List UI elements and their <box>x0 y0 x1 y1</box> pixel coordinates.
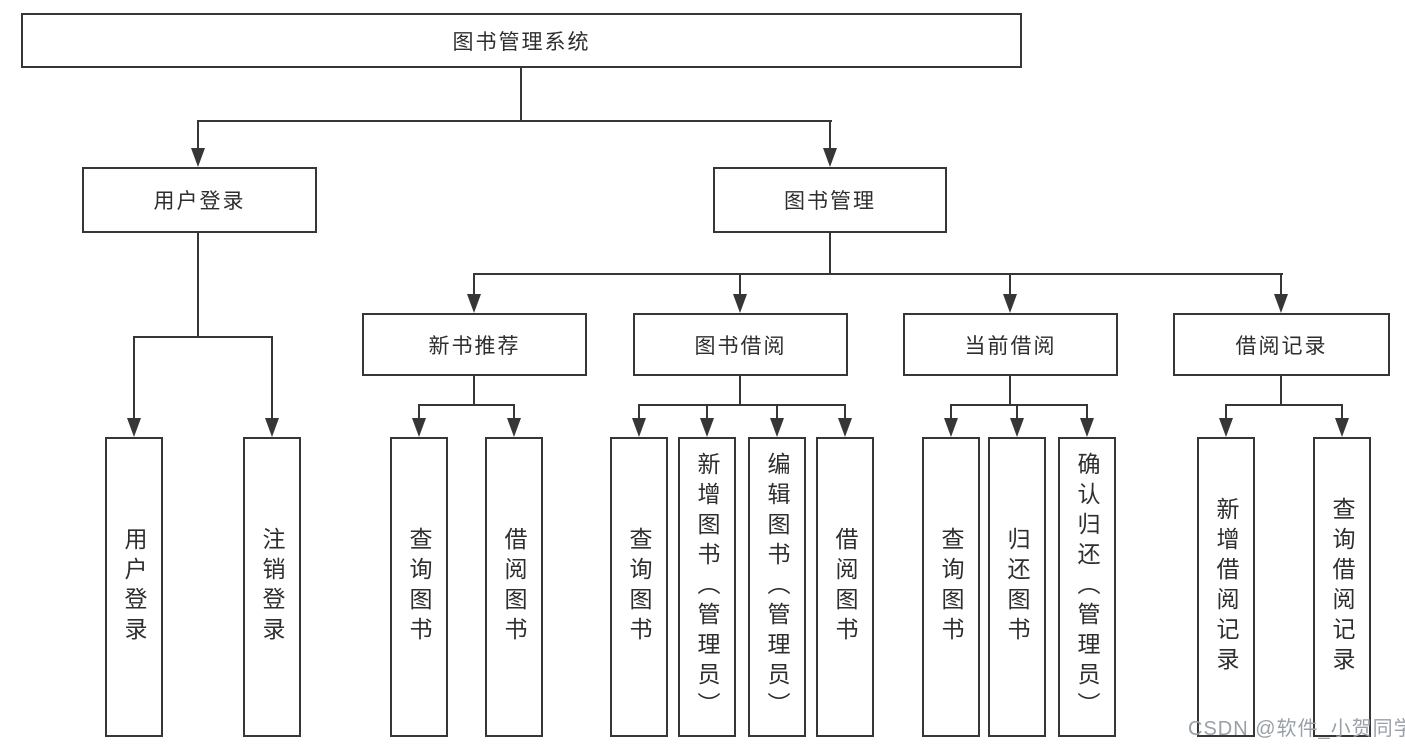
node-user-login: 用户登录 <box>82 167 317 233</box>
leaf-query-borrow-record: 查询借阅记录 <box>1313 437 1371 737</box>
connector-root-stem <box>520 68 522 120</box>
leaf-add-book-admin: 新增图书（管理员） <box>678 437 736 737</box>
arrow-down-leaf-logout <box>265 418 279 437</box>
arrow-down-user-login <box>191 148 205 167</box>
connector-new-book-branch <box>418 404 515 406</box>
leaf-query-books-recommend: 查询图书 <box>390 437 448 737</box>
leaf-user-login: 用户登录 <box>105 437 163 737</box>
arrow-down-leaf-edit-book <box>770 418 784 437</box>
connector-to-leaf-query-books-1 <box>418 404 420 420</box>
node-book-management: 图书管理 <box>713 167 947 233</box>
connector-to-leaf-add-record <box>1225 404 1227 420</box>
leaf-query-books-current: 查询图书 <box>922 437 980 737</box>
leaf-logout: 注销登录 <box>243 437 301 737</box>
arrow-down-borrowing-records <box>1274 294 1288 313</box>
leaf-confirm-return-admin: 确认归还（管理员） <box>1058 437 1116 737</box>
node-book-borrowing: 图书借阅 <box>633 313 848 376</box>
node-borrowing-records: 借阅记录 <box>1173 313 1390 376</box>
connector-to-leaf-query-record <box>1341 404 1343 420</box>
connector-borrowing-records-stem <box>1280 376 1282 406</box>
arrow-down-leaf-query-books-3 <box>944 418 958 437</box>
arrow-down-leaf-return-book <box>1010 418 1024 437</box>
connector-user-login-stem <box>197 233 199 338</box>
leaf-borrow-books-borrowing: 借阅图书 <box>816 437 874 737</box>
leaf-query-books-borrowing: 查询图书 <box>610 437 668 737</box>
connector-user-login-branch <box>133 336 273 338</box>
arrow-down-leaf-query-books-1 <box>412 418 426 437</box>
connector-to-new-book-recommend <box>473 273 475 295</box>
connector-book-management-stem <box>829 233 831 275</box>
arrow-down-leaf-query-books-2 <box>632 418 646 437</box>
arrow-down-leaf-user-login <box>127 418 141 437</box>
connector-to-leaf-edit-book <box>776 404 778 420</box>
connector-to-leaf-query-books-2 <box>638 404 640 420</box>
connector-book-borrowing-stem <box>739 376 741 406</box>
arrow-down-new-book-recommend <box>467 294 481 313</box>
arrow-down-book-borrowing <box>733 294 747 313</box>
arrow-down-leaf-borrow-books-1 <box>507 418 521 437</box>
leaf-return-book: 归还图书 <box>988 437 1046 737</box>
leaf-borrow-books-recommend: 借阅图书 <box>485 437 543 737</box>
arrow-down-leaf-borrow-books-2 <box>838 418 852 437</box>
connector-to-leaf-borrow-books-1 <box>513 404 515 420</box>
node-current-borrowing: 当前借阅 <box>903 313 1118 376</box>
leaf-edit-book-admin: 编辑图书（管理员） <box>748 437 806 737</box>
connector-to-leaf-return-book <box>1016 404 1018 420</box>
arrow-down-leaf-query-record <box>1335 418 1349 437</box>
connector-to-leaf-logout <box>271 336 273 420</box>
connector-to-book-management <box>829 120 831 150</box>
node-library-management-system: 图书管理系统 <box>21 13 1022 68</box>
connector-to-current-borrowing <box>1009 273 1011 295</box>
arrow-down-leaf-confirm-return <box>1080 418 1094 437</box>
connector-new-book-stem <box>473 376 475 406</box>
connector-to-borrowing-records <box>1280 273 1282 295</box>
connector-borrowing-records-branch <box>1225 404 1343 406</box>
connector-to-leaf-user-login <box>133 336 135 420</box>
arrow-down-leaf-add-book <box>700 418 714 437</box>
csdn-watermark: CSDN @软件_小贺同学 <box>1188 718 1405 740</box>
connector-to-leaf-confirm-return <box>1086 404 1088 420</box>
connector-current-borrowing-branch <box>950 404 1088 406</box>
node-new-book-recommend: 新书推荐 <box>362 313 587 376</box>
connector-book-borrowing-branch <box>638 404 846 406</box>
arrow-down-book-management <box>823 148 837 167</box>
leaf-add-borrow-record: 新增借阅记录 <box>1197 437 1255 737</box>
connector-to-user-login <box>197 120 199 150</box>
connector-book-management-branch <box>473 273 1283 275</box>
connector-to-leaf-query-books-3 <box>950 404 952 420</box>
connector-to-leaf-add-book <box>706 404 708 420</box>
connector-to-book-borrowing <box>739 273 741 295</box>
arrow-down-current-borrowing <box>1003 294 1017 313</box>
connector-to-leaf-borrow-books-2 <box>844 404 846 420</box>
connector-root-branch <box>198 120 832 122</box>
arrow-down-leaf-add-record <box>1219 418 1233 437</box>
connector-current-borrowing-stem <box>1009 376 1011 406</box>
